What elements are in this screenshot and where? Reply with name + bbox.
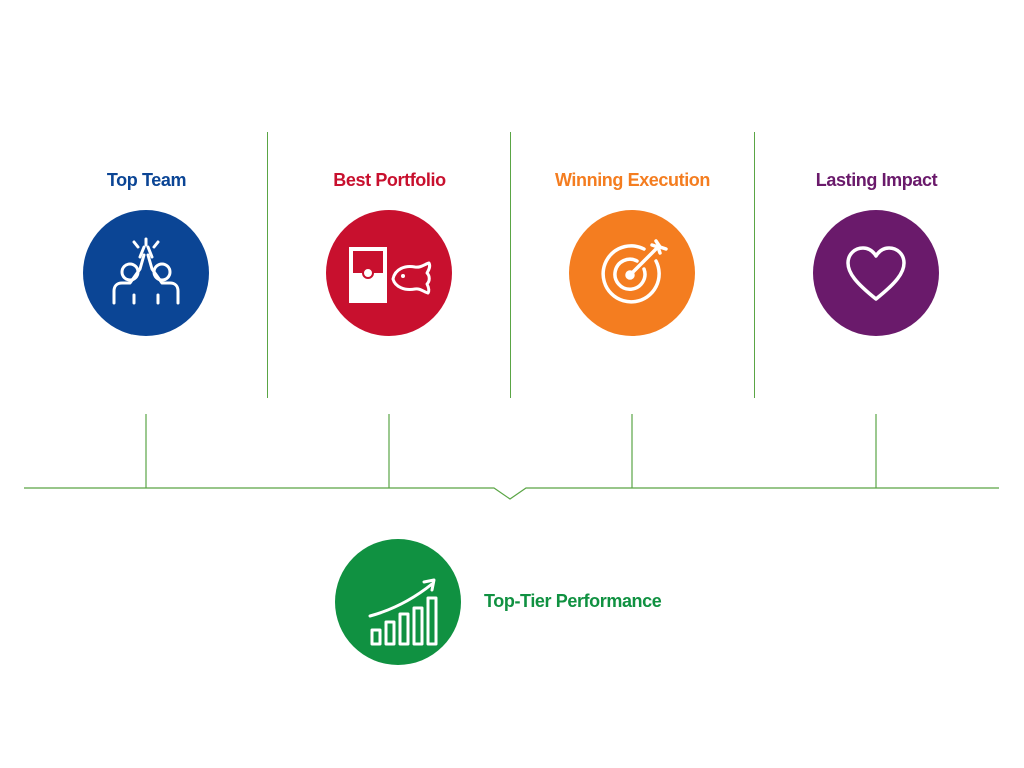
pillar-divider bbox=[754, 132, 755, 398]
pet-food-products-icon bbox=[349, 247, 432, 303]
pillar-divider bbox=[267, 132, 268, 398]
pillar-title: Lasting Impact bbox=[815, 170, 938, 190]
pillar-lasting-impact: Lasting Impact bbox=[755, 168, 998, 348]
pillar-circle bbox=[813, 210, 939, 336]
pillar-divider bbox=[510, 132, 511, 398]
pillar-winning-execution: Winning Execution bbox=[511, 168, 754, 348]
pillar-circle bbox=[83, 210, 209, 336]
pillar-top-team: Top Team bbox=[25, 168, 268, 348]
pillar-best-portfolio: Best Portfolio bbox=[268, 168, 511, 348]
heart-icon bbox=[846, 246, 906, 301]
result-title: Top-Tier Performance bbox=[484, 591, 662, 611]
pillar-circle bbox=[326, 210, 452, 336]
pillar-circle bbox=[569, 210, 695, 336]
pillar-title: Winning Execution bbox=[554, 170, 711, 190]
growth-chart-icon bbox=[368, 578, 438, 646]
target-arrow-icon bbox=[601, 239, 668, 304]
pillar-title: Top Team bbox=[106, 170, 187, 190]
high-five-icon bbox=[112, 237, 180, 305]
pillar-title: Best Portfolio bbox=[333, 170, 446, 190]
result-circle bbox=[335, 539, 461, 665]
